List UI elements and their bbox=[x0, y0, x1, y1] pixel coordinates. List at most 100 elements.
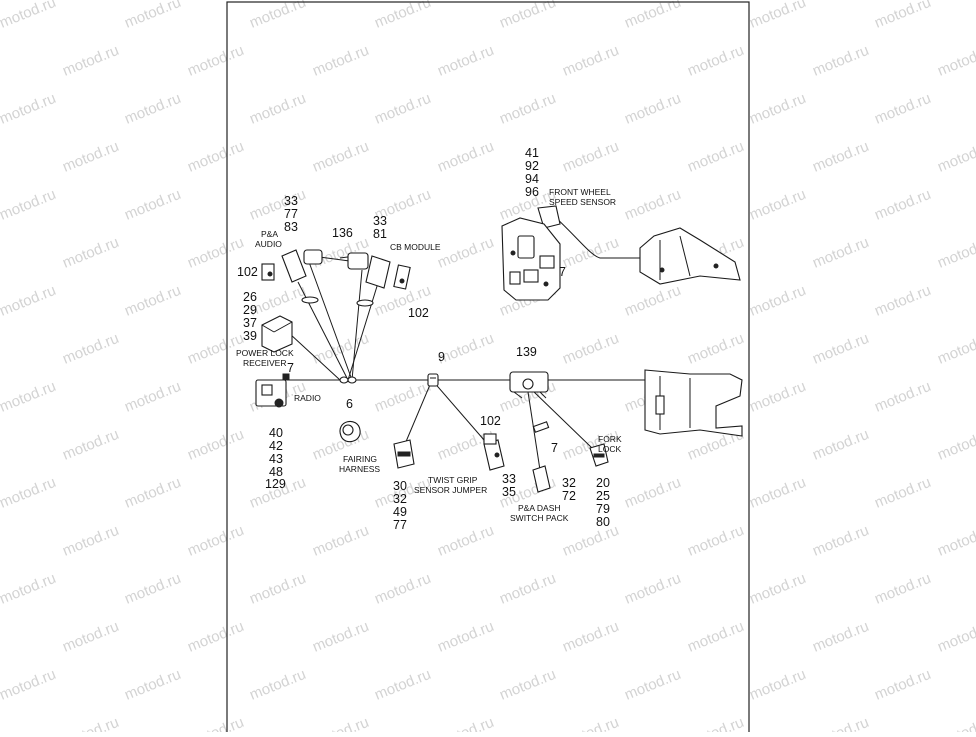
label-front-wheel-speed-sensor: FRONT WHEEL SPEED SENSOR bbox=[549, 187, 616, 207]
callout-number: 35 bbox=[502, 485, 516, 499]
watermark-text: motod.ru bbox=[247, 0, 308, 32]
callout-number: 77 bbox=[393, 518, 407, 532]
watermark-text: motod.ru bbox=[747, 186, 808, 224]
dash-switch-pack-part bbox=[532, 421, 551, 493]
watermark-text: motod.ru bbox=[0, 90, 58, 128]
watermark-text: motod.ru bbox=[560, 330, 621, 368]
watermark-text: motod.ru bbox=[122, 0, 183, 32]
callout-7-front-wheel: 7 bbox=[559, 265, 566, 279]
callout-cb-numbers: 33 81 bbox=[373, 214, 387, 241]
callout-number: 80 bbox=[596, 515, 610, 529]
watermark-text: motod.ru bbox=[747, 666, 808, 704]
watermark-text: motod.ru bbox=[60, 618, 121, 656]
callout-number: 72 bbox=[562, 489, 576, 503]
watermark-text: motod.ru bbox=[497, 90, 558, 128]
watermark-text: motod.ru bbox=[622, 666, 683, 704]
callout-number: 81 bbox=[373, 227, 387, 241]
callout-fork-numbers: 20 25 79 80 bbox=[596, 476, 610, 529]
watermark-text: motod.ru bbox=[685, 522, 746, 560]
callout-7-radio: 7 bbox=[287, 361, 294, 375]
watermark-text: motod.ru bbox=[60, 42, 121, 80]
watermark-text: motod.ru bbox=[185, 618, 246, 656]
callout-number: 26 bbox=[243, 290, 257, 304]
splice-6-part bbox=[339, 376, 357, 384]
watermark-text: motod.ru bbox=[622, 474, 683, 512]
watermark-text: motod.ru bbox=[122, 90, 183, 128]
watermark-text: motod.ru bbox=[0, 378, 58, 416]
label-line: SWITCH PACK bbox=[510, 513, 569, 523]
label-radio: RADIO bbox=[294, 393, 321, 403]
watermark-text: motod.ru bbox=[247, 570, 308, 608]
watermark-text: motod.ru bbox=[122, 474, 183, 512]
splice-9-part bbox=[427, 373, 439, 387]
callout-139: 139 bbox=[516, 345, 537, 359]
callout-number: 37 bbox=[243, 316, 257, 330]
callout-102-left: 102 bbox=[237, 265, 258, 279]
callout-number: 96 bbox=[525, 185, 539, 199]
label-line: AUDIO bbox=[255, 239, 282, 249]
watermark-text: motod.ru bbox=[747, 474, 808, 512]
watermark-text: motod.ru bbox=[622, 282, 683, 320]
watermark-text: motod.ru bbox=[810, 234, 871, 272]
callout-dash-numbers: 32 72 bbox=[562, 476, 576, 503]
label-line: POWER LOCK bbox=[236, 348, 294, 358]
label-line: RECEIVER bbox=[243, 358, 286, 368]
watermark-text: motod.ru bbox=[872, 570, 933, 608]
label-cb-module: CB MODULE bbox=[390, 242, 441, 252]
watermark-text: motod.ru bbox=[810, 138, 871, 176]
callout-number: 92 bbox=[525, 159, 539, 173]
label-pa-dash-switch-pack: P&A DASH SWITCH PACK bbox=[510, 503, 569, 523]
radio-connector-part bbox=[255, 373, 290, 408]
watermark-text: motod.ru bbox=[560, 138, 621, 176]
watermark-text: motod.ru bbox=[810, 714, 871, 732]
twist-grip-part bbox=[483, 433, 505, 471]
callout-number: 20 bbox=[596, 476, 610, 490]
callout-radio-numbers: 40 42 43 48 129 bbox=[265, 426, 286, 491]
watermark-text: motod.ru bbox=[747, 570, 808, 608]
watermark-text: motod.ru bbox=[935, 714, 976, 732]
watermark-text: motod.ru bbox=[810, 618, 871, 656]
callout-number: 129 bbox=[265, 477, 286, 491]
label-line: SENSOR JUMPER bbox=[414, 485, 487, 495]
watermark-text: motod.ru bbox=[435, 42, 496, 80]
callout-power-lock-numbers: 26 29 37 39 bbox=[243, 290, 257, 343]
watermark-text: motod.ru bbox=[122, 282, 183, 320]
watermark-text: motod.ru bbox=[685, 330, 746, 368]
watermark-text: motod.ru bbox=[622, 0, 683, 32]
callout-number: 33 bbox=[284, 194, 298, 208]
watermark-text: motod.ru bbox=[60, 426, 121, 464]
pa-audio-connector-part bbox=[261, 249, 323, 304]
callout-number: 77 bbox=[284, 207, 298, 221]
label-fork-lock: FORK LOCK bbox=[598, 434, 622, 454]
callout-number: 49 bbox=[393, 505, 407, 519]
watermark-text: motod.ru bbox=[872, 474, 933, 512]
label-line: P&A DASH bbox=[518, 503, 561, 513]
connector-139-part bbox=[509, 371, 549, 399]
watermark-text: motod.ru bbox=[60, 234, 121, 272]
callout-number: 29 bbox=[243, 303, 257, 317]
watermark-text: motod.ru bbox=[435, 714, 496, 732]
watermark-text: motod.ru bbox=[185, 42, 246, 80]
watermark-text: motod.ru bbox=[310, 138, 371, 176]
watermark-text: motod.ru bbox=[185, 714, 246, 732]
label-line: TWIST GRIP bbox=[428, 475, 478, 485]
watermark-text: motod.ru bbox=[0, 282, 58, 320]
watermark-text: motod.ru bbox=[60, 138, 121, 176]
watermark-text: motod.ru bbox=[810, 330, 871, 368]
watermark-text: motod.ru bbox=[372, 570, 433, 608]
watermark-text: motod.ru bbox=[310, 42, 371, 80]
callout-number: 25 bbox=[596, 489, 610, 503]
watermark-text: motod.ru bbox=[122, 378, 183, 416]
watermark-text: motod.ru bbox=[372, 378, 433, 416]
watermark-text: motod.ru bbox=[935, 522, 976, 560]
watermark-text: motod.ru bbox=[435, 234, 496, 272]
callout-number: 94 bbox=[525, 172, 539, 186]
watermark-text: motod.ru bbox=[685, 618, 746, 656]
watermark-text: motod.ru bbox=[872, 0, 933, 32]
callout-number: 40 bbox=[269, 426, 283, 440]
power-lock-receiver-part bbox=[261, 315, 293, 353]
watermark-text: motod.ru bbox=[935, 426, 976, 464]
watermark-text: motod.ru bbox=[435, 522, 496, 560]
